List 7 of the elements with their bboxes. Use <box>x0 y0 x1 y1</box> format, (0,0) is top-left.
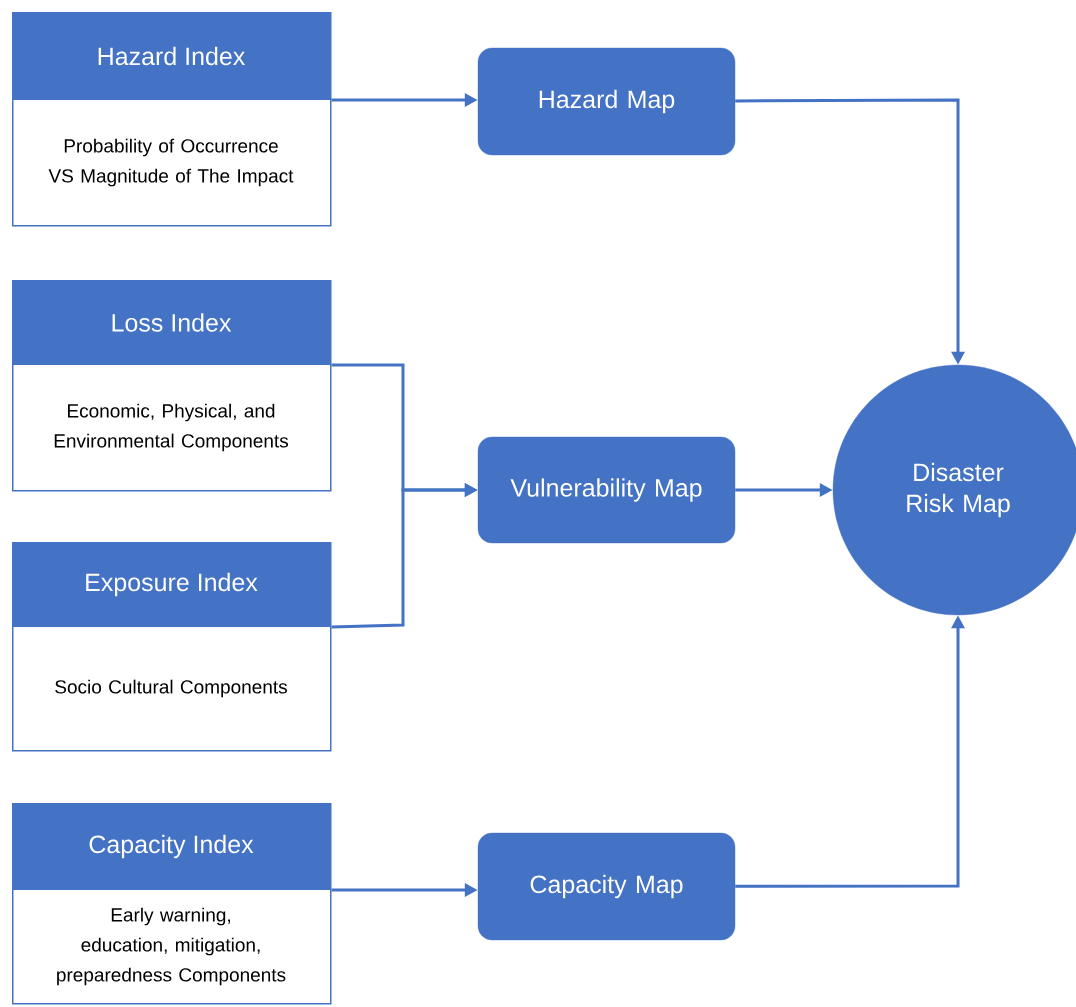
map-box: Capacity Map <box>477 832 736 941</box>
map-box: Vulnerability Map <box>477 436 736 544</box>
index-card: Exposure Index Socio Cultural Components <box>12 542 332 752</box>
index-card: Capacity Index Early warning, education, mitigation, preparedness Components <box>12 803 332 1005</box>
index-card: Loss Index Economic, Physical, and Environmental Components <box>12 280 332 492</box>
map-box: Hazard Map <box>477 47 736 156</box>
index-card: Hazard Index Probability of Occurrence VS Magnitude of The Impact <box>12 12 332 227</box>
